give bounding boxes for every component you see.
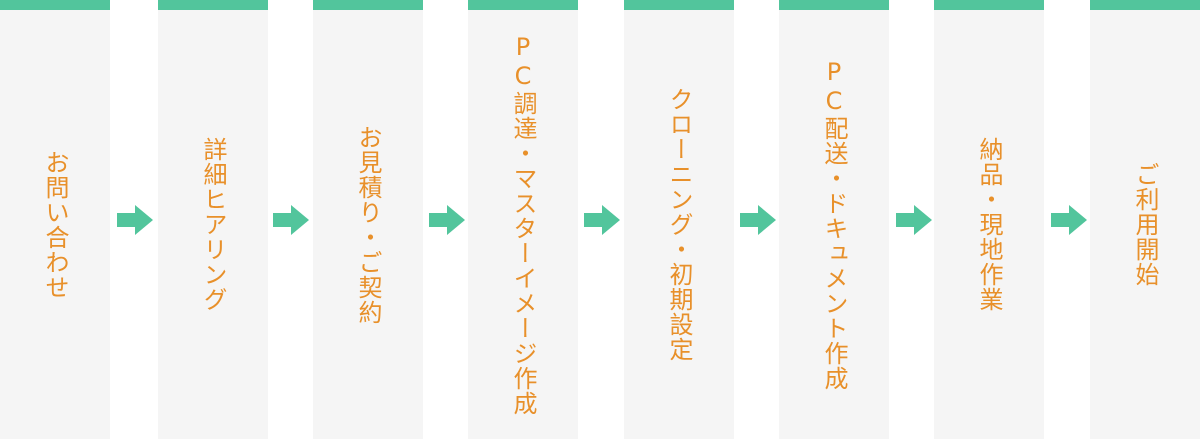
step-8-label: ご利用開始	[1131, 162, 1159, 287]
step-1: お問い合わせ	[0, 0, 110, 439]
step-6-label: PC配送・ドキュメント作成	[820, 58, 848, 391]
right-arrow-icon	[582, 200, 622, 240]
step-8: ご利用開始	[1090, 0, 1200, 439]
step-1-label: お問い合わせ	[41, 149, 69, 300]
step-7-label: 納品・現地作業	[975, 137, 1003, 312]
step-7: 納品・現地作業	[934, 0, 1044, 439]
step-4: PC調達・マスターイメージ作成	[468, 0, 578, 439]
right-arrow-icon	[115, 200, 155, 240]
step-3: お見積り・ご契約	[313, 0, 423, 439]
step-6: PC配送・ドキュメント作成	[779, 0, 889, 439]
step-5: クローニング・初期設定	[624, 0, 734, 439]
step-3-label: お見積り・ご契約	[354, 124, 382, 325]
right-arrow-icon	[271, 200, 311, 240]
step-2-label: 詳細ヒアリング	[199, 137, 227, 312]
right-arrow-icon	[738, 200, 778, 240]
right-arrow-icon	[427, 200, 467, 240]
right-arrow-icon	[894, 200, 934, 240]
step-4-label: PC調達・マスターイメージ作成	[509, 33, 537, 416]
step-2: 詳細ヒアリング	[158, 0, 268, 439]
right-arrow-icon	[1049, 200, 1089, 240]
step-5-label: クローニング・初期設定	[665, 87, 693, 362]
